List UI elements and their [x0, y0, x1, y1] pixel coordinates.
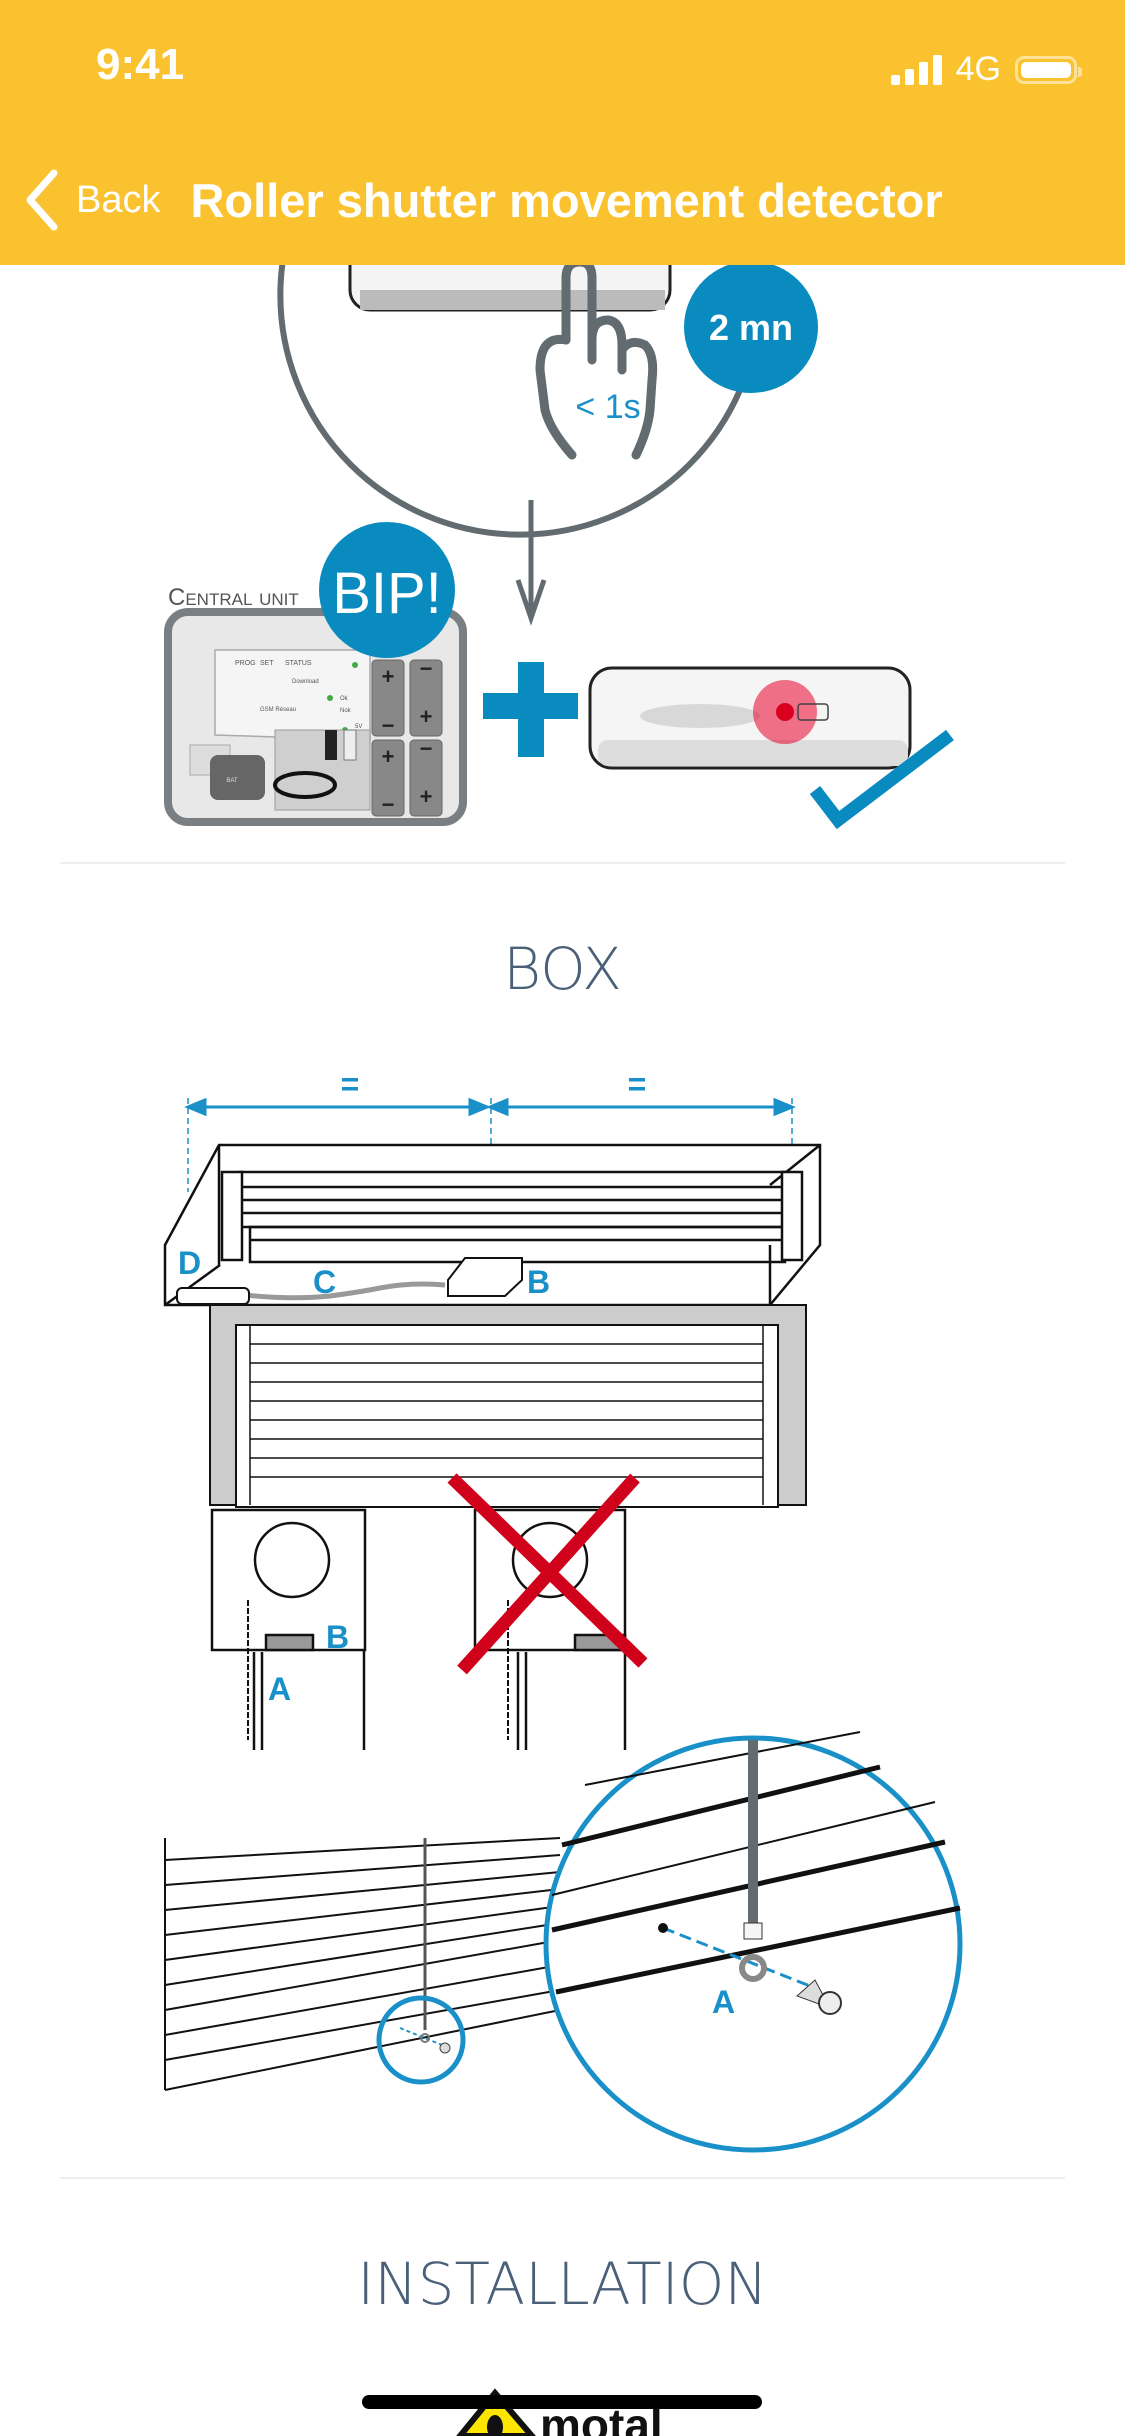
label-b-section: B — [326, 1619, 349, 1655]
svg-text:−: − — [420, 736, 433, 761]
pairing-illustration: < 1s 2 mn Central unit PROG SET STATUS D… — [164, 198, 954, 830]
hand-press-icon — [535, 257, 658, 460]
cross-icon — [447, 1473, 648, 1675]
timer-badge-label: 2 mn — [709, 307, 793, 348]
arrow-down-icon — [515, 500, 547, 626]
zoom-circle — [277, 198, 743, 538]
label-b: B — [527, 1264, 550, 1300]
label-d: D — [178, 1245, 201, 1281]
central-unit-device: PROG SET STATUS Download Ok Nok GSM Rése… — [164, 608, 467, 826]
status-indicators: 4G — [890, 50, 1082, 89]
warning-triangle-icon — [456, 2388, 536, 2436]
svg-text:+: + — [420, 784, 433, 809]
svg-text:+: + — [382, 664, 395, 689]
module-d — [176, 1287, 250, 1305]
section-title-box: BOX — [503, 935, 622, 1003]
section-divider — [60, 862, 1065, 864]
panel-label-ok: Ok — [340, 696, 349, 702]
panel-label-status: STATUS — [285, 660, 312, 667]
battery-icon — [1015, 55, 1082, 84]
panel-label-nok: Nok — [340, 708, 352, 714]
svg-text:+: + — [420, 704, 433, 729]
central-unit-label: Central unit — [168, 584, 299, 611]
cord-screw-small — [399, 2027, 451, 2054]
window-shutter — [209, 1304, 807, 1508]
beep-badge-label: BIP! — [332, 561, 442, 626]
box-illustration: = = D C B — [163, 1066, 822, 1750]
panel-label-5v: 5V — [355, 724, 362, 730]
installation-illustration: A — [164, 1731, 963, 2153]
detector-device — [588, 666, 912, 770]
timer-badge: 2 mn — [684, 261, 818, 393]
panel-label-set: SET — [260, 660, 274, 667]
panel-label-gsm: GSM Réseau — [260, 707, 296, 713]
svg-text:−: − — [420, 656, 433, 681]
beep-badge: BIP! — [319, 522, 455, 658]
panel-label-prog: PROG — [235, 660, 256, 667]
shutter-slats — [164, 1837, 561, 2091]
equal-label-right: = — [628, 1066, 647, 1102]
equal-label-left: = — [341, 1066, 360, 1102]
brand-logo: motal — [456, 2388, 663, 2436]
back-button[interactable]: Back — [22, 167, 160, 233]
chevron-left-icon — [26, 169, 58, 231]
label-a-zoom: A — [712, 1984, 735, 2020]
plus-icon — [483, 662, 578, 757]
panel-label-download: Download — [292, 679, 319, 685]
panel-label-bat: BAT — [226, 778, 238, 784]
app-header: 9:41 4G Back Roller shutter movement det… — [0, 0, 1125, 265]
svg-text:−: − — [382, 792, 395, 817]
label-a-section: A — [268, 1671, 291, 1707]
section-divider-2 — [60, 2177, 1065, 2179]
navigation-bar: Back Roller shutter movement detector — [0, 160, 1125, 240]
cable-c — [244, 1281, 446, 1301]
signal-icon — [890, 54, 942, 85]
svg-text:+: + — [382, 744, 395, 769]
label-c: C — [313, 1264, 336, 1300]
checkmark-icon — [809, 729, 954, 830]
back-label: Back — [76, 178, 161, 221]
svg-text:−: − — [382, 713, 395, 738]
network-type: 4G — [955, 50, 1001, 88]
page-title: Roller shutter movement detector — [190, 173, 943, 227]
zoom-circle-small — [376, 1995, 466, 2085]
zoomed-slats — [551, 1731, 961, 1995]
zoom-circle-large — [543, 1735, 963, 2153]
sensor-module-b — [447, 1257, 523, 1297]
status-time: 9:41 — [96, 40, 185, 89]
press-duration-label: < 1s — [575, 388, 640, 426]
section-title-installation: INSTALLATION — [357, 2250, 768, 2318]
cord-screw-large — [658, 1922, 842, 2015]
home-indicator[interactable] — [362, 2395, 762, 2409]
correct-mounting-view — [210, 1508, 367, 1750]
